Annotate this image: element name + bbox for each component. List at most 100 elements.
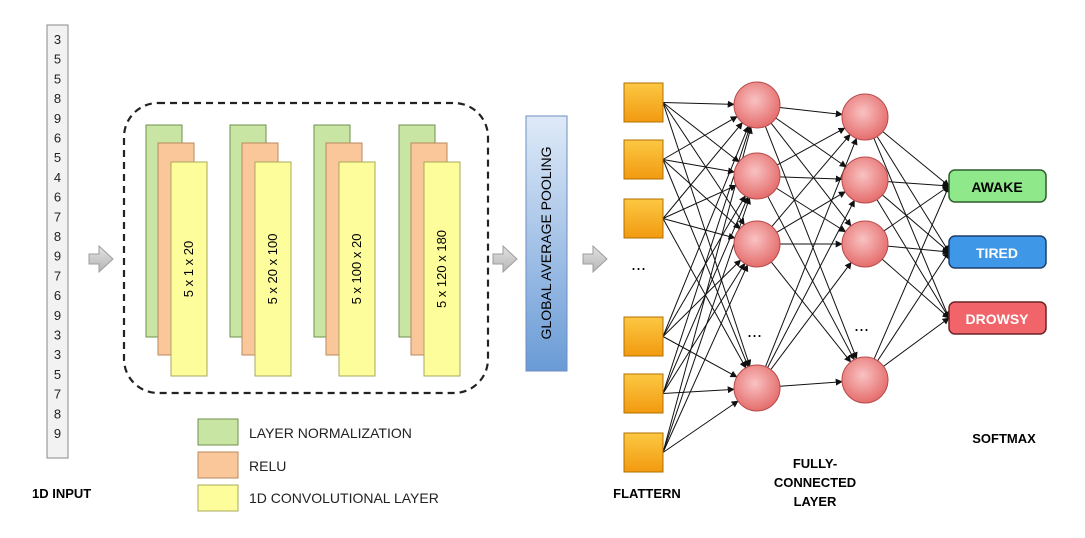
connection-arrow [776, 127, 846, 166]
legend-swatch-relu [197, 451, 239, 479]
conv-block-1: 5 x 1 x 20 [145, 124, 208, 377]
connection-arrow [779, 175, 843, 183]
input-value: 5 [54, 150, 61, 165]
input-value: 5 [54, 367, 61, 382]
legend-label-conv: 1D CONVOLUTIONAL LAYER [249, 490, 439, 506]
flatten-node [623, 316, 664, 357]
softmax-label: SOFTMAX [972, 431, 1036, 446]
input-value: 6 [54, 190, 61, 205]
flatten-node [623, 373, 664, 414]
neuron [733, 364, 781, 412]
connection-arrow [876, 199, 950, 319]
connection-arrow [771, 133, 851, 227]
output-tired: TIRED [948, 235, 1047, 269]
connection-arrow [662, 125, 750, 337]
legend-label-layer-norm: LAYER NORMALIZATION [249, 425, 412, 441]
flatten-layer [623, 82, 664, 473]
input-value: 8 [54, 406, 61, 421]
conv-dims-label: 5 x 1 x 20 [181, 241, 196, 297]
flow-arrow-icon [88, 244, 114, 274]
output-box [948, 301, 1047, 335]
connection-arrow [876, 136, 950, 253]
fc-label-line-2: CONNECTED [774, 475, 856, 490]
neuron [733, 81, 781, 129]
network-connections [662, 100, 950, 453]
connection-arrow [765, 137, 858, 367]
connection-arrow [662, 259, 742, 337]
connection-arrow [662, 100, 735, 108]
connection-arrow [873, 185, 950, 360]
input-value: 5 [54, 52, 61, 67]
neuron [733, 220, 781, 268]
input-value: 8 [54, 229, 61, 244]
connection-arrow [776, 191, 846, 233]
input-column-box [46, 24, 69, 459]
output-box [948, 169, 1047, 203]
input-value: 5 [54, 71, 61, 86]
connection-arrow [662, 102, 745, 226]
input-value: 3 [54, 328, 61, 343]
output-drowsy: DROWSY [948, 301, 1047, 335]
connection-arrow [770, 122, 852, 227]
legend-swatch-conv [197, 484, 239, 512]
neuron [841, 93, 889, 141]
conv-dims-label: 5 x 20 x 100 [265, 234, 280, 305]
flatten-node [623, 139, 664, 180]
flatten-node [623, 82, 664, 123]
fc-label-line-3: LAYER [794, 494, 837, 509]
connection-arrow [770, 261, 852, 363]
fc-label-line-1: FULLY- [793, 456, 837, 471]
fc2-ellipsis: ... [854, 315, 869, 335]
conv-dims-label: 5 x 120 x 180 [434, 230, 449, 308]
flatten-ellipsis: ... [631, 254, 646, 274]
legend: LAYER NORMALIZATION RELU 1D CONVOLUTIONA… [197, 418, 439, 512]
input-value: 9 [54, 111, 61, 126]
connection-arrow [873, 138, 950, 319]
connection-arrow [883, 317, 950, 367]
conv-layer [254, 161, 292, 377]
connection-arrow [887, 181, 950, 190]
conv-dims-label: 5 x 100 x 20 [349, 234, 364, 305]
flatten-label: FLATTERN [613, 486, 681, 501]
connection-arrow [882, 131, 950, 187]
input-value: 6 [54, 288, 61, 303]
connection-arrow [776, 187, 847, 233]
connection-arrow [779, 107, 843, 118]
connection-arrow [887, 245, 950, 255]
output-awake: AWAKE [948, 169, 1047, 203]
connection-arrow [881, 258, 950, 319]
connection-arrow [767, 199, 855, 368]
neuron [841, 220, 889, 268]
input-value: 8 [54, 91, 61, 106]
connection-arrow [662, 218, 747, 369]
connection-arrow [882, 194, 950, 253]
connection-arrow [662, 102, 740, 163]
output-label: TIRED [976, 245, 1018, 261]
input-value: 3 [54, 347, 61, 362]
connection-arrow [662, 262, 746, 394]
neuron [733, 152, 781, 200]
input-value: 9 [54, 426, 61, 441]
input-value: 7 [54, 387, 61, 402]
output-label: DROWSY [966, 311, 1030, 327]
conv-layer [338, 161, 376, 377]
connection-arrow [662, 116, 738, 160]
connection-arrow [662, 122, 743, 219]
neuron [841, 156, 889, 204]
connection-arrow [662, 400, 739, 453]
input-value: 3 [54, 32, 61, 47]
input-value: 6 [54, 131, 61, 146]
connection-arrow [662, 264, 749, 453]
connection-arrow [883, 185, 950, 232]
output-label: AWAKE [971, 179, 1022, 195]
flatten-node [623, 198, 664, 239]
input-label: 1D INPUT [32, 486, 91, 501]
connection-arrow [767, 196, 855, 361]
fully-connected-layer-1 [733, 81, 781, 412]
input-value: 7 [54, 268, 61, 283]
input-value: 7 [54, 209, 61, 224]
input-value: 9 [54, 308, 61, 323]
output-box [948, 235, 1047, 269]
